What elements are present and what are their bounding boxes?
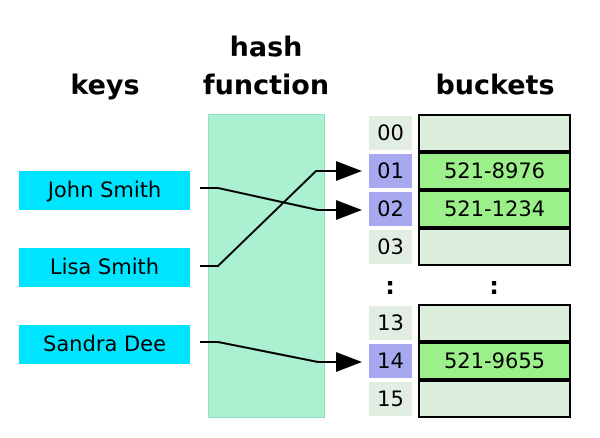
key-lisa-smith: Lisa Smith <box>19 248 190 287</box>
index-03: 03 <box>369 230 412 264</box>
buckets-heading: buckets <box>435 70 555 101</box>
key-john-smith: John Smith <box>19 171 190 210</box>
arrow-lisa-to-01 <box>200 170 338 267</box>
hash-heading-line2: function <box>202 70 330 101</box>
hash-function-box <box>208 114 325 418</box>
key-sandra-dee: Sandra Dee <box>19 325 190 364</box>
bucket-01: 521-8976 <box>418 152 571 190</box>
arrowhead-01 <box>336 161 362 181</box>
hash-heading-line1: hash <box>229 32 303 63</box>
index-14: 14 <box>369 344 412 378</box>
index-00: 00 <box>369 116 412 150</box>
index-13: 13 <box>369 306 412 340</box>
bucket-00 <box>418 114 571 152</box>
arrowhead-14 <box>336 352 362 372</box>
index-01: 01 <box>369 154 412 188</box>
bucket-03 <box>418 228 571 266</box>
bucket-14: 521-9655 <box>418 342 571 380</box>
bucket-13 <box>418 304 571 342</box>
bucket-ellipsis: : <box>489 272 499 300</box>
arrow-john-to-02 <box>200 187 338 211</box>
arrow-sandra-to-14 <box>200 341 338 363</box>
keys-heading: keys <box>70 70 140 101</box>
index-ellipsis: : <box>385 272 395 300</box>
bucket-02: 521-1234 <box>418 190 571 228</box>
arrowhead-02 <box>336 200 362 220</box>
index-02: 02 <box>369 192 412 226</box>
index-15: 15 <box>369 382 412 416</box>
bucket-15 <box>418 380 571 418</box>
